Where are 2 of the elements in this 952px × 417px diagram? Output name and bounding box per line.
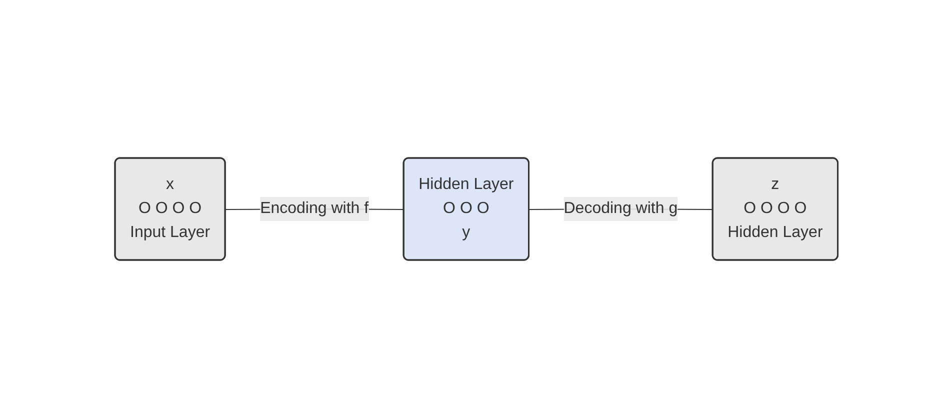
edge-label: Encoding with f xyxy=(260,200,368,216)
edge-label: Decoding with g xyxy=(563,200,678,216)
